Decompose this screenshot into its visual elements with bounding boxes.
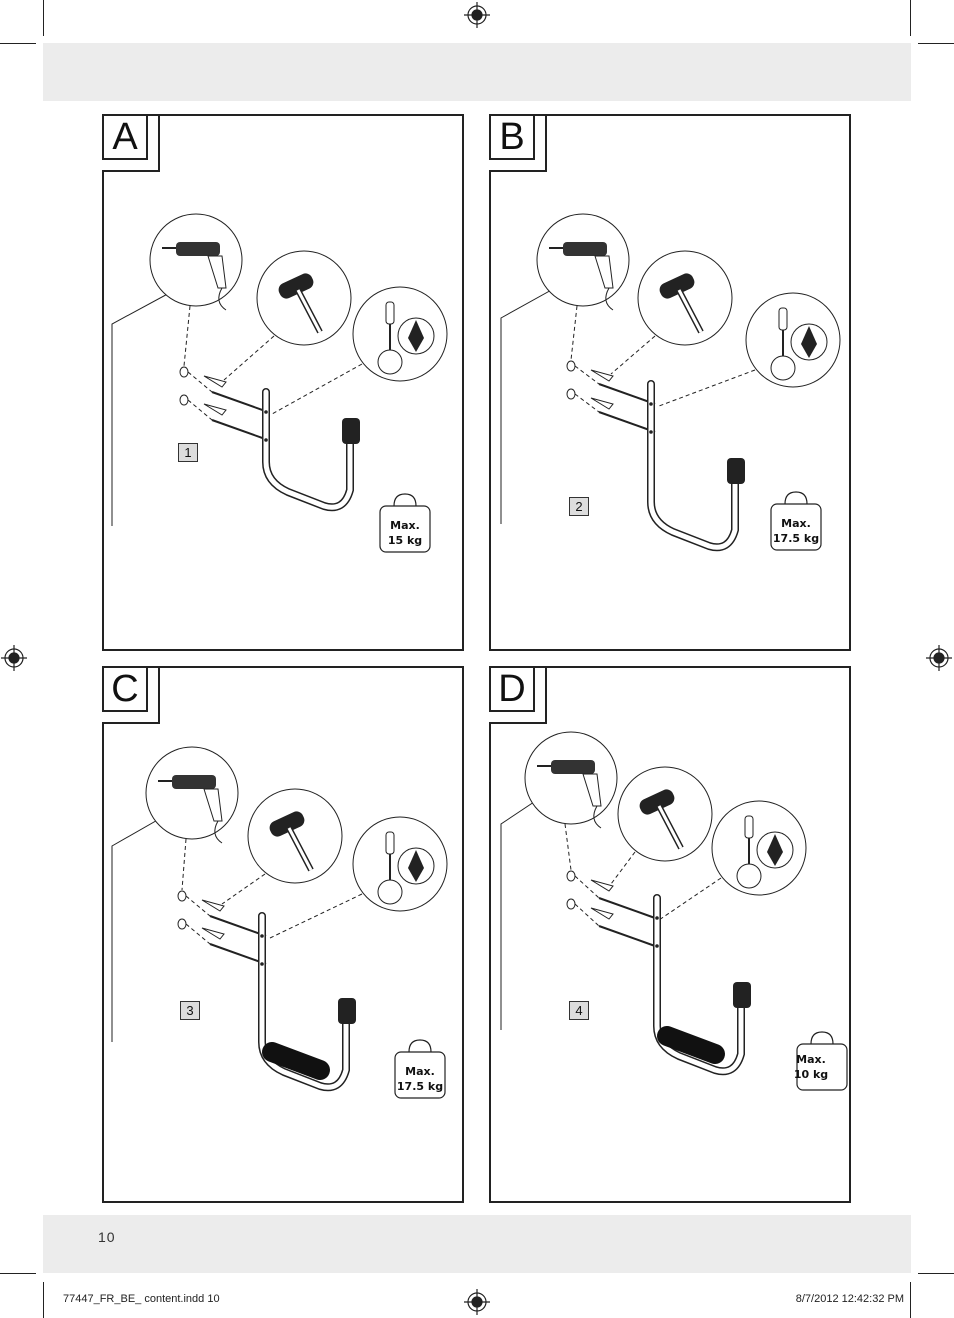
wall-bracket xyxy=(653,894,751,1076)
fixings xyxy=(566,870,656,947)
wall-edge xyxy=(500,277,574,524)
crop-mark xyxy=(43,1282,44,1318)
part-callout: 3 xyxy=(180,1001,200,1020)
drill-icon xyxy=(524,731,618,829)
wall-bracket xyxy=(647,380,745,552)
guide-line xyxy=(269,893,363,939)
screwdriver-icon xyxy=(711,800,807,896)
guide-line xyxy=(271,363,363,415)
fixings xyxy=(177,890,267,965)
weight-icon xyxy=(394,1039,446,1099)
weight-label: Max. 17.5 kg xyxy=(396,1065,444,1093)
hammer-icon xyxy=(256,250,352,346)
screwdriver-icon xyxy=(352,286,448,382)
weight-label: Max. 10 kg xyxy=(793,1053,829,1081)
panel-a-frame xyxy=(102,114,464,651)
wall-edge xyxy=(111,805,183,1042)
drill-icon xyxy=(149,213,243,311)
hammer-icon xyxy=(637,250,733,346)
fixings xyxy=(566,360,656,433)
part-callout: 1 xyxy=(178,443,198,462)
guide-line xyxy=(610,335,656,375)
drill-icon xyxy=(145,746,239,844)
panel-c-frame xyxy=(102,666,464,1203)
part-callout: 4 xyxy=(569,1001,589,1020)
weight-label: Max. 15 kg xyxy=(387,519,423,547)
guide-line xyxy=(658,877,722,921)
guide-line xyxy=(658,369,756,407)
guide-line xyxy=(610,851,636,885)
guide-line xyxy=(223,335,275,381)
drill-icon xyxy=(536,213,630,311)
registration-mark-icon xyxy=(1,645,27,671)
footer-file-info: 77447_FR_BE_ content.indd 10 xyxy=(63,1293,220,1305)
header-band xyxy=(43,43,911,101)
crop-mark xyxy=(0,1273,36,1274)
weight-label: Max. 17.5 kg xyxy=(772,517,820,545)
footer-band xyxy=(43,1215,911,1273)
panel-letter: A xyxy=(112,116,138,158)
fixings xyxy=(179,366,269,441)
crop-mark xyxy=(43,0,44,36)
hammer-icon xyxy=(617,766,713,862)
screwdriver-icon xyxy=(745,292,841,388)
guide-line xyxy=(221,873,266,905)
panel-letter: B xyxy=(499,116,525,158)
guide-line xyxy=(564,823,572,871)
screwdriver-icon xyxy=(352,816,448,912)
panel-b-frame xyxy=(489,114,851,651)
registration-mark-icon xyxy=(926,645,952,671)
crop-mark xyxy=(918,1273,954,1274)
registration-mark-icon xyxy=(464,2,490,28)
wall-edge xyxy=(500,783,562,1030)
footer-date-info: 8/7/2012 12:42:32 PM xyxy=(795,1293,904,1305)
crop-mark xyxy=(910,0,911,36)
panel-d: D 4 Max. 10 kg xyxy=(489,666,851,1203)
panel-a: A 1 Max. 15 kg xyxy=(102,114,464,651)
crop-mark xyxy=(918,43,954,44)
panel-d-frame xyxy=(489,666,851,1203)
wall-edge xyxy=(111,283,187,526)
weight-icon xyxy=(379,493,431,553)
guide-line xyxy=(570,305,578,361)
panel-letter: D xyxy=(498,668,526,710)
weight-icon xyxy=(796,1031,848,1091)
weight-icon xyxy=(770,491,822,551)
wall-bracket xyxy=(262,388,360,512)
crop-mark xyxy=(910,1282,911,1318)
panel-c: C 3 Max. 17.5 kg xyxy=(102,666,464,1203)
guide-line xyxy=(183,305,191,367)
wall-bracket xyxy=(258,912,356,1092)
guide-line xyxy=(181,838,187,891)
panel-letter: C xyxy=(111,668,139,710)
crop-mark xyxy=(0,43,36,44)
part-callout: 2 xyxy=(569,497,589,516)
page-number: 10 xyxy=(98,1229,116,1245)
hammer-icon xyxy=(247,788,343,884)
panel-b: B 2 Max. 17.5 kg xyxy=(489,114,851,651)
registration-mark-icon xyxy=(464,1289,490,1315)
